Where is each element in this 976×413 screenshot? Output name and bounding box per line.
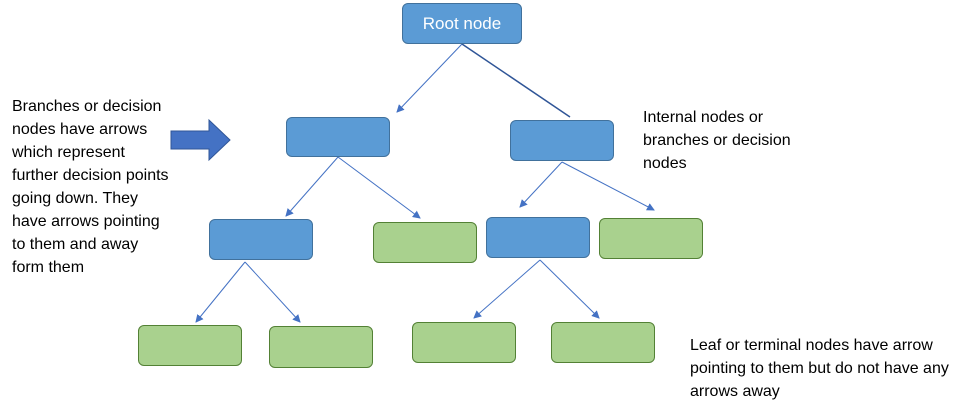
decision-node-lower-left	[209, 219, 313, 260]
leaf-node-2	[599, 218, 703, 259]
branches-annotation: Branches or decision nodes have arrows w…	[12, 98, 169, 276]
connector-decision-to-leaf-1	[195, 261, 246, 323]
root-node-label: Root node	[422, 13, 502, 33]
root-node: Root node	[402, 3, 522, 44]
decision-node-right	[510, 120, 614, 161]
connector-left-to-leaf	[337, 156, 421, 219]
decision-node-lower-right	[486, 217, 590, 258]
connector-root-to-left	[396, 43, 463, 113]
connector-left-to-decision	[285, 156, 339, 217]
connector-root-to-right	[461, 43, 571, 118]
internal-nodes-annotation: Internal nodes or branches or decision n…	[643, 109, 791, 172]
leaf-nodes-annotation: Leaf or terminal nodes have arrow pointi…	[690, 337, 949, 400]
decision-node-left	[286, 117, 390, 157]
leaf-node-5	[412, 322, 516, 363]
leaf-node-6	[551, 322, 655, 363]
connector-decision-to-leaf-3	[473, 259, 541, 319]
connector-right-to-leaf	[561, 161, 655, 211]
connector-right-to-decision	[519, 161, 563, 208]
pointer-arrow	[170, 118, 231, 162]
connector-decision-to-leaf-2	[244, 261, 301, 323]
connector-decision-to-leaf-4	[539, 259, 600, 319]
leaf-node-4	[269, 326, 373, 368]
leaf-node-1	[373, 222, 477, 263]
leaf-node-3	[138, 325, 242, 366]
